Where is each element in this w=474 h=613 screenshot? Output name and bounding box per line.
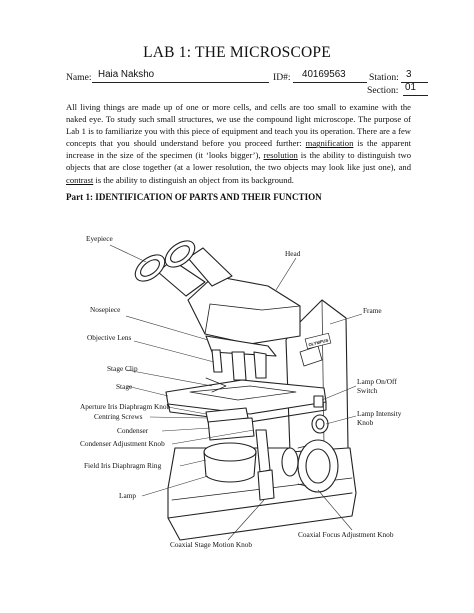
label-head: Head [285,249,301,258]
section-label: Section: [367,85,399,96]
label-field-iris: Field Iris Diaphragm Ring [84,461,162,470]
label-centring-screws: Centring Screws [94,412,143,421]
label-aperture-iris: Aperture Iris Diaphragm Knob [80,402,171,411]
label-stage: Stage [116,382,133,391]
section-value: 01 [405,82,416,93]
label-lamp-intensity-2: Knob [357,418,374,427]
intro-text-1: All living things are made up of one or … [66,102,411,149]
label-eyepiece: Eyepiece [86,234,113,243]
label-condenser: Condenser [117,426,149,435]
name-label: Name: [66,72,92,83]
brand-plate: OLYMPUS [308,338,329,348]
id-field[interactable]: 40169563 [293,69,367,83]
section-field[interactable]: 01 [403,82,428,96]
intro-text-2: is the apparent increase in the size of … [66,138,411,161]
intro-text-4: is the ability to distinguish an object … [93,174,294,185]
label-frame: Frame [363,306,382,315]
label-nosepiece: Nosepiece [90,305,121,314]
part1-heading: Part 1: IDENTIFICATION OF PARTS AND THEI… [66,192,322,202]
label-lamp-switch-2: Switch [357,386,378,395]
intro-text-3: is the ability to distinguish two object… [66,150,411,173]
label-stage-clip: Stage Clip [107,364,138,373]
term-magnification: magnification [305,138,354,149]
station-value: 3 [406,69,412,80]
name-field[interactable]: Haia Naksho [92,69,269,83]
station-label: Station: [369,72,399,83]
label-lamp-switch-1: Lamp On/Off [357,377,397,386]
name-value: Haia Naksho [98,69,155,80]
station-field[interactable]: 3 [401,69,428,83]
label-lamp: Lamp [119,491,137,500]
label-lamp-intensity-1: Lamp Intensity [357,409,402,418]
id-value: 40169563 [302,69,346,80]
intro-paragraph: All living things are made up of one or … [66,101,411,186]
term-contrast: contrast [66,174,94,185]
term-resolution: resolution [263,150,298,161]
page-title: LAB 1: THE MICROSCOPE [143,44,331,61]
label-coaxial-stage: Coaxial Stage Motion Knob [170,540,253,549]
label-objective-lens: Objective Lens [87,333,132,342]
label-condenser-adjustment: Condenser Adjustment Knob [80,439,165,448]
id-label: ID#: [273,72,291,83]
label-coaxial-focus: Coaxial Focus Adjustment Knob [298,530,394,539]
